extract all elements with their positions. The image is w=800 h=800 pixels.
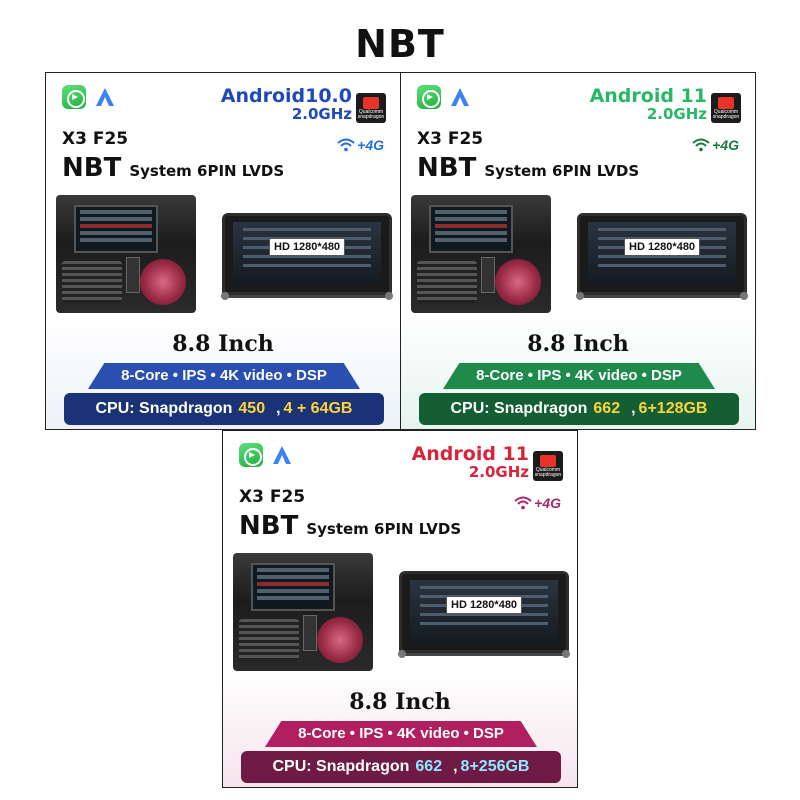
os-frequency: 2.0GHz [646, 105, 707, 123]
network-4g-label: +4G [712, 137, 739, 153]
app-icons [62, 85, 116, 109]
os-block: Android 11 2.0GHz Qualcomm snapdragon [412, 445, 563, 481]
cpu-band: CPU: Snapdragon 662,6+128GB [419, 393, 739, 425]
system-name: NBT [239, 511, 299, 541]
os-name: Android10.0 [220, 85, 352, 107]
network-indicator: +4G [692, 137, 739, 153]
page-title: NBT [355, 22, 445, 66]
car-model: X3 F25 [239, 487, 306, 507]
cpu-label: CPU: Snapdragon [95, 400, 233, 417]
app-icons [417, 85, 471, 109]
product-card-android10[interactable]: Android10.0 2.0GHz Qualcomm snapdragon +… [45, 72, 401, 430]
head-unit-photo: HD 1280*480 [576, 213, 748, 300]
network-indicator: +4G [337, 137, 384, 153]
cpu-separator: , [631, 400, 636, 417]
wifi-icon [514, 496, 532, 510]
system-name: NBT [62, 153, 122, 183]
carplay-icon [417, 85, 441, 109]
memory-spec: 4 + 64GB [283, 400, 353, 417]
wifi-icon [692, 138, 710, 152]
screen-size: 8.8 Inch [349, 689, 451, 715]
carplay-icon [62, 85, 86, 109]
resolution-badge: HD 1280*480 [269, 238, 346, 256]
cpu-chip: 450 [238, 400, 266, 417]
feature-band: 8-Core • IPS • 4K video • DSP [443, 363, 715, 389]
system-name: NBT [417, 153, 477, 183]
wifi-icon [337, 138, 355, 152]
os-name: Android 11 [589, 85, 707, 107]
os-frequency: 2.0GHz [468, 463, 529, 481]
qualcomm-snapdragon-icon: Qualcomm snapdragon [356, 93, 386, 123]
network-4g-label: +4G [534, 495, 561, 511]
product-card-android11-662-8gb[interactable]: Android 11 2.0GHz Qualcomm snapdragon +4… [222, 430, 578, 788]
system-line: NBT System 6PIN LVDS [417, 153, 639, 183]
network-4g-label: +4G [357, 137, 384, 153]
system-line: NBT System 6PIN LVDS [239, 511, 461, 541]
memory-spec: 6+128GB [638, 400, 708, 417]
network-indicator: +4G [514, 495, 561, 511]
screen-size: 8.8 Inch [172, 331, 274, 357]
system-description: System 6PIN LVDS [129, 162, 285, 180]
head-unit-photo: HD 1280*480 [221, 213, 393, 300]
os-frequency: 2.0GHz [291, 105, 352, 123]
cpu-separator: , [453, 758, 458, 775]
os-block: Android10.0 2.0GHz Qualcomm snapdragon [221, 87, 386, 123]
cpu-band: CPU: Snapdragon 450,4 + 64GB [64, 393, 384, 425]
cpu-label: CPU: Snapdragon [272, 758, 410, 775]
memory-spec: 8+256GB [460, 758, 530, 775]
resolution-badge: HD 1280*480 [624, 238, 701, 256]
car-dashboard-photo [411, 195, 551, 313]
car-model: X3 F25 [62, 129, 129, 149]
cpu-chip: 662 [593, 400, 621, 417]
head-unit-photo: HD 1280*480 [398, 571, 570, 658]
feature-band: 8-Core • IPS • 4K video • DSP [88, 363, 360, 389]
qualcomm-snapdragon-icon: Qualcomm snapdragon [533, 451, 563, 481]
feature-band: 8-Core • IPS • 4K video • DSP [265, 721, 537, 747]
cpu-chip: 662 [415, 758, 443, 775]
car-model: X3 F25 [417, 129, 484, 149]
system-line: NBT System 6PIN LVDS [62, 153, 284, 183]
app-icons [239, 443, 293, 467]
system-description: System 6PIN LVDS [306, 520, 462, 538]
product-card-android11-662-6gb[interactable]: Android 11 2.0GHz Qualcomm snapdragon +4… [400, 72, 756, 430]
os-name: Android 11 [411, 443, 529, 465]
carplay-icon [239, 443, 263, 467]
car-dashboard-photo [233, 553, 373, 671]
os-block: Android 11 2.0GHz Qualcomm snapdragon [590, 87, 741, 123]
android-auto-icon [273, 446, 291, 464]
android-auto-icon [451, 88, 469, 106]
resolution-badge: HD 1280*480 [446, 596, 523, 614]
cpu-separator: , [276, 400, 281, 417]
cpu-band: CPU: Snapdragon 662,8+256GB [241, 751, 561, 783]
android-auto-icon [96, 88, 114, 106]
system-description: System 6PIN LVDS [484, 162, 640, 180]
screen-size: 8.8 Inch [527, 331, 629, 357]
cpu-label: CPU: Snapdragon [450, 400, 588, 417]
car-dashboard-photo [56, 195, 196, 313]
qualcomm-snapdragon-icon: Qualcomm snapdragon [711, 93, 741, 123]
